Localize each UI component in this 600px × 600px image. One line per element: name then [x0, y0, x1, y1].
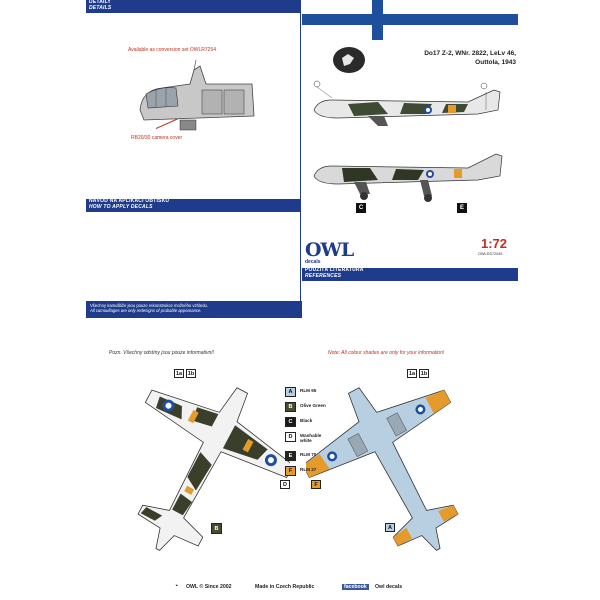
legend-row: F RLM 27	[285, 466, 365, 478]
sheet-divider	[300, 0, 301, 318]
footer: ◔ OWL © Since 2002 Made in Czech Republi…	[0, 582, 600, 594]
owl-logo-icon: ◔	[174, 583, 179, 590]
lower-side-profile	[313, 153, 503, 202]
top-view-camouflage	[137, 387, 290, 551]
marker-c: C	[356, 203, 366, 213]
details-bar: DETAILY DETAILS	[86, 0, 300, 13]
top-view-marker-b: B	[211, 523, 222, 534]
legend-name: RLM 70	[300, 452, 317, 457]
scale-label: 1:72	[481, 236, 508, 251]
references-bar-cz: POUŽITÁ LITERATURA	[305, 267, 364, 273]
tag-1b-bottom: 1b	[419, 369, 429, 378]
flag-horizontal-stripe	[302, 14, 518, 25]
legend-swatch: B	[285, 402, 296, 412]
instructions-bar: NÁVOD NA APLIKACI OBTISKŮ HOW TO APPLY D…	[86, 198, 300, 212]
footer-made-in: Made in Czech Republic	[255, 584, 315, 590]
details-bar-cz: DETAILY	[89, 0, 111, 5]
legend-swatch: F	[285, 466, 296, 476]
guide-note-cz: Pozn. Všechny odstíny jsou pouze informa…	[109, 350, 215, 356]
legend-row: E RLM 70	[285, 451, 365, 463]
references-bar: POUŽITÁ LITERATURA REFERENCES	[302, 267, 518, 281]
bottom-view-undersides	[306, 387, 459, 551]
legend-row: A RLM 65	[285, 387, 365, 399]
footer-copyright: OWL © Since 2002	[186, 584, 232, 590]
callout-lines	[313, 80, 488, 99]
details-bar-en: DETAILS	[89, 4, 112, 11]
finnish-flag	[302, 0, 518, 40]
guide-note-en: Note: All colour shades are only for you…	[328, 350, 445, 356]
legend-name: RLM 27	[300, 467, 317, 472]
instruction-sheet	[86, 0, 518, 318]
legend-name: Washable white	[300, 433, 322, 443]
legend-swatch: C	[285, 417, 296, 427]
title-line-1: Do17 Z-2, WNr. 2822, LeLv 46,	[424, 50, 516, 57]
product-code: OWLDS72045	[478, 252, 503, 256]
references-bar-en: REFERENCES	[305, 272, 342, 279]
top-view-marker-d: D	[280, 480, 290, 489]
legend-row: B Olive Green	[285, 402, 365, 414]
camouflage-note: Všechny kamufláže jsou pouze rekonstrukc…	[86, 301, 302, 318]
tag-1a-bottom: 1a	[407, 369, 417, 378]
legend-swatch: D	[285, 432, 296, 442]
upper-side-profile	[313, 89, 501, 126]
title-line-2: Outtola, 1943	[475, 58, 516, 66]
camouflage-note-en: All camouflages are only redesigns of pr…	[90, 308, 202, 313]
legend-name: Black	[300, 418, 313, 423]
brand-sub: decals	[305, 259, 321, 265]
nose-detail-drawing	[139, 60, 255, 131]
legend-swatch: E	[285, 451, 296, 461]
footer-page-name[interactable]: Owl decals	[375, 584, 403, 590]
aircraft-title: Do17 Z-2, WNr. 2822, LeLv 46, Outtola, 1…	[386, 50, 516, 67]
unit-emblem-icon	[333, 47, 365, 73]
brand-logo: OWL decals	[305, 239, 354, 265]
tag-1b-top: 1b	[186, 369, 196, 378]
legend-swatch: A	[285, 387, 296, 397]
legend-name: RLM 65	[300, 388, 317, 393]
marker-e: E	[457, 203, 467, 213]
instructions-bar-en: HOW TO APPLY DECALS	[89, 203, 153, 210]
camouflage-note-cz: Všechny kamufláže jsou pouze rekonstrukc…	[90, 303, 209, 308]
brand-name: OWL	[305, 239, 354, 261]
legend-name: Olive Green	[300, 403, 326, 408]
tag-1a-top: 1a	[174, 369, 184, 378]
flag-vertical-stripe	[372, 0, 383, 40]
instructions-bar-cz: NÁVOD NA APLIKACI OBTISKŮ	[89, 198, 170, 204]
conversion-note: Available as conversion set OWLR7254	[128, 47, 217, 53]
facebook-icon[interactable]: facebook	[342, 584, 369, 590]
legend-row: D Washable white	[285, 432, 365, 444]
bottom-view-marker-f: F	[311, 480, 321, 489]
bottom-view-marker-a: A	[385, 523, 395, 532]
legend-row: C Black	[285, 417, 365, 429]
camera-label: RB20/30 camera cover	[131, 135, 183, 141]
